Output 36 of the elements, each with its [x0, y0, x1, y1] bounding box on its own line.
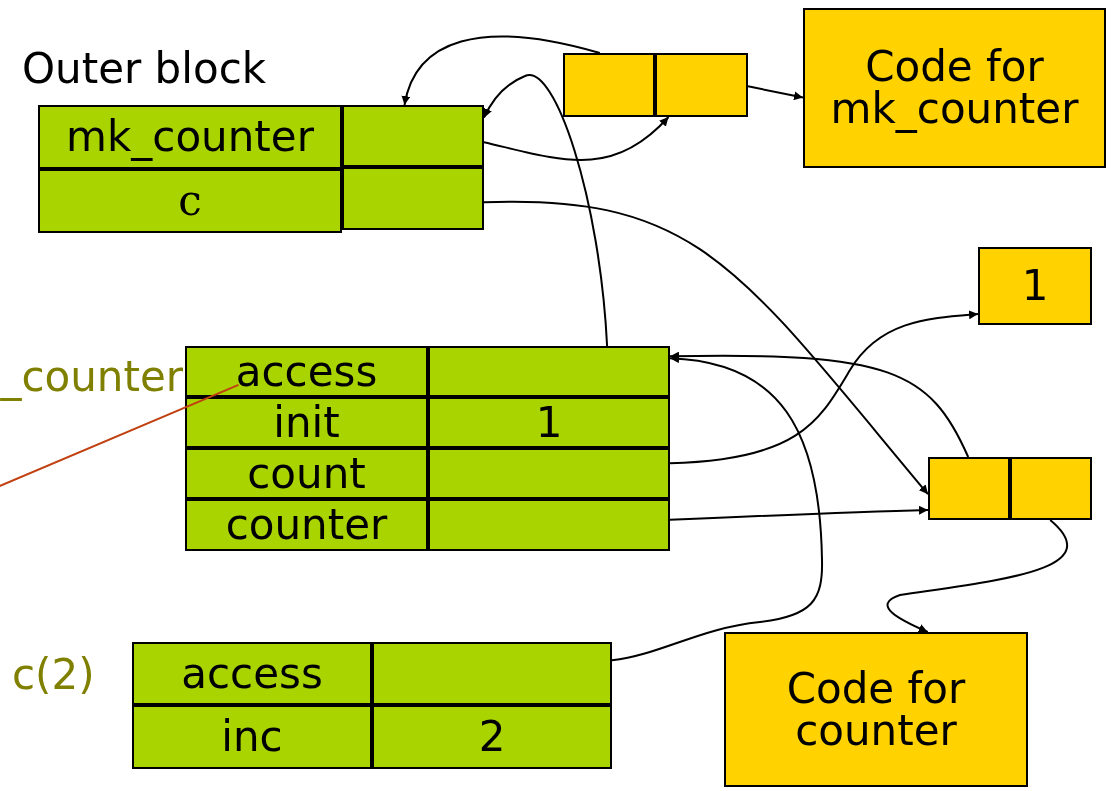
pointer-arrow	[886, 519, 1068, 633]
value-cell	[342, 105, 484, 167]
record-heading: c(2)	[12, 654, 95, 696]
variable-cell: access	[132, 642, 372, 705]
leader-line	[0, 383, 240, 489]
pointer-arrow	[669, 351, 970, 458]
value-cell	[428, 346, 670, 397]
variable-cell: counter	[185, 499, 428, 551]
variable-cell: mk_counter	[38, 105, 342, 169]
pointer-cell	[655, 53, 748, 117]
value-box: 1	[978, 247, 1092, 325]
pointer-arrow	[483, 201, 929, 496]
variable-cell: count	[185, 448, 428, 499]
value-cell: 1	[428, 397, 670, 448]
value-cell	[428, 448, 670, 499]
code-box: Code for counter	[724, 632, 1028, 787]
pointer-cell	[928, 457, 1010, 520]
variable-cell: inc	[132, 705, 372, 769]
variable-cell: init	[185, 397, 428, 448]
value-cell	[372, 642, 612, 705]
pointer-arrow	[483, 74, 609, 347]
pointer-arrow	[669, 310, 979, 465]
pointer-arrow	[611, 354, 823, 662]
value-cell	[428, 499, 670, 551]
value-cell: 2	[372, 705, 612, 769]
variable-cell: access	[185, 346, 428, 397]
pointer-cell	[1010, 457, 1092, 520]
record-heading: Outer block	[22, 48, 267, 90]
pointer-cell	[563, 53, 655, 117]
code-box: Code for mk_counter	[803, 8, 1106, 168]
pointer-arrow	[402, 35, 601, 106]
pointer-arrow	[483, 116, 670, 161]
value-cell	[342, 167, 484, 230]
pointer-arrow	[669, 505, 929, 521]
pointer-arrow	[747, 85, 804, 101]
variable-cell: c	[38, 169, 342, 233]
